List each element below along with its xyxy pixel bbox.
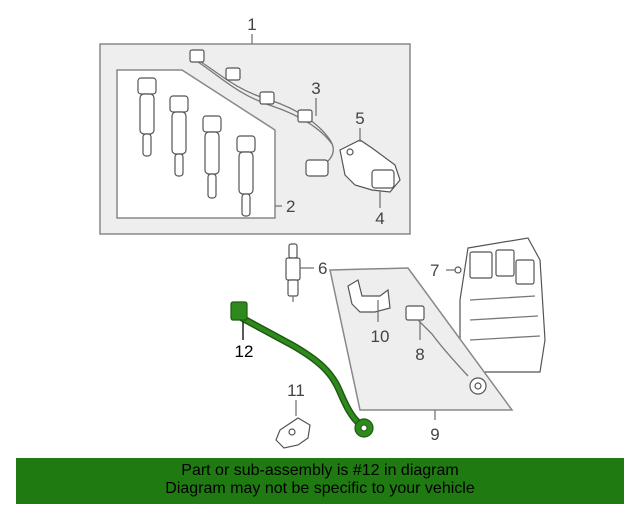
callout-1: 1 — [247, 15, 256, 34]
ignition-coil-icon — [137, 77, 157, 157]
sensor-bracket-icon — [339, 139, 401, 193]
wiring-harness-icon — [189, 49, 334, 177]
spark-plug-icon — [285, 243, 301, 302]
banner-line-1: Part or sub-assembly is #12 in diagram — [181, 462, 459, 479]
highlight-info-banner: Part or sub-assembly is #12 in diagram D… — [16, 458, 624, 504]
callout-12: 12 — [235, 342, 254, 361]
callout-3: 3 — [311, 79, 320, 98]
leader-lines — [242, 34, 455, 420]
callout-2: 2 — [286, 197, 295, 216]
knock-sensor-icon — [405, 305, 487, 395]
callout-11: 11 — [287, 381, 305, 400]
callout-7: 7 — [430, 261, 439, 280]
bracket-icon — [347, 279, 391, 313]
ignition-coil-icon — [236, 135, 256, 217]
mounting-bracket-icon — [275, 417, 311, 449]
callout-6: 6 — [318, 259, 327, 278]
ecu-module-icon — [454, 237, 546, 373]
callout-5: 5 — [355, 109, 364, 128]
ignition-coil-icon — [202, 115, 222, 199]
coil-subassembly-2-box — [116, 69, 276, 219]
callout-4: 4 — [375, 209, 384, 228]
ignition-coil-icon — [169, 95, 189, 177]
banner-line-2: Diagram may not be specific to your vehi… — [165, 480, 475, 497]
callout-9: 9 — [430, 425, 439, 444]
callout-10: 10 — [371, 327, 390, 346]
callout-8: 8 — [415, 345, 424, 364]
highlighted-sensor-wire-icon — [230, 301, 374, 438]
